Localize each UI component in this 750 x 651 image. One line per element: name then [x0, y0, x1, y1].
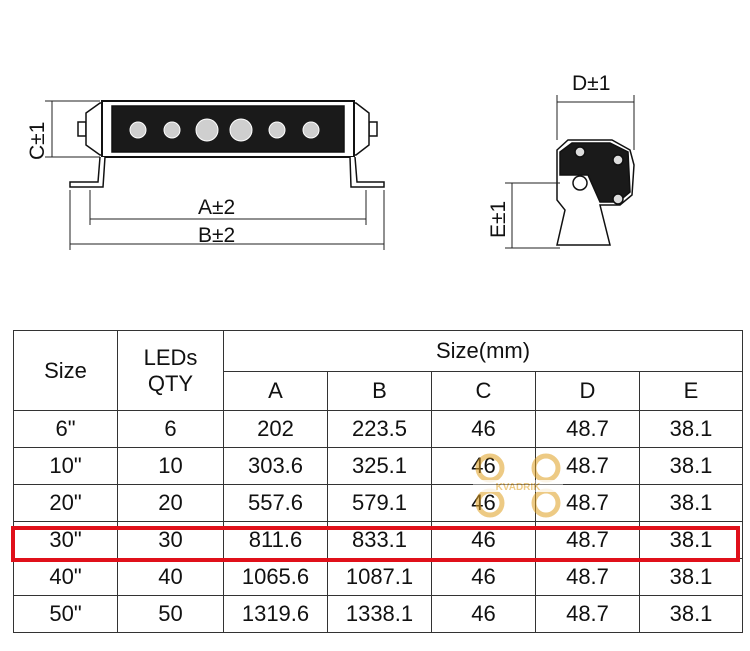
cell-a: 811.6: [223, 521, 328, 559]
cell-size: 10": [13, 447, 118, 485]
cell-size: 20": [13, 484, 118, 522]
cell-a: 1319.6: [223, 595, 328, 633]
cell-size: 30": [13, 521, 118, 559]
header-leds-line1: LEDs: [143, 344, 198, 370]
cell-leds: 6: [117, 410, 224, 448]
cell-leds: 50: [117, 595, 224, 633]
cell-d: 48.7: [535, 595, 640, 633]
cell-b: 1087.1: [327, 558, 432, 596]
cell-e: 38.1: [638, 595, 744, 633]
cell-size: 40": [13, 558, 118, 596]
cell-e: 38.1: [638, 558, 744, 596]
table-row-highlighted: 30" 30 811.6 833.1 46 48.7 38.1: [13, 521, 744, 559]
cell-c: 46: [431, 410, 536, 448]
cell-c: 46: [431, 558, 536, 596]
dim-label-d: D±1: [572, 72, 610, 95]
dim-label-c: C±1: [26, 122, 49, 160]
table-row: 10" 10 303.6 325.1 46 48.7 38.1: [13, 447, 744, 485]
header-c: C: [431, 371, 536, 411]
table-row: 20" 20 557.6 579.1 46 48.7 38.1: [13, 484, 744, 522]
header-size: Size: [13, 330, 118, 411]
cell-d: 48.7: [535, 558, 640, 596]
cell-leds: 20: [117, 484, 224, 522]
dim-label-b: B±2: [198, 224, 235, 247]
cell-leds: 40: [117, 558, 224, 596]
cell-d: 48.7: [535, 521, 640, 559]
dim-label-e: E±1: [487, 201, 510, 238]
header-size-mm: Size(mm): [222, 330, 744, 372]
cell-a: 202: [223, 410, 328, 448]
header-a: A: [223, 371, 328, 411]
cell-size: 6": [13, 410, 118, 448]
cell-size: 50": [13, 595, 118, 633]
header-leds-line2: QTY: [147, 370, 194, 396]
table-header-row: Size LEDs QTY Size(mm): [13, 330, 744, 411]
table-subheader-row: A B C D E: [14, 371, 744, 411]
cell-e: 38.1: [638, 521, 744, 559]
cell-b: 833.1: [327, 521, 432, 559]
dimension-lines-front: [45, 100, 385, 250]
cell-a: 557.6: [223, 484, 328, 522]
cell-e: 38.1: [638, 447, 744, 485]
led-lenses: [129, 118, 320, 142]
light-bar-front-view: [69, 100, 385, 188]
spec-table: Size LEDs QTY Size(mm) A B C D E 6" 6 20…: [13, 330, 744, 633]
cell-a: 303.6: [223, 447, 328, 485]
cell-b: 325.1: [327, 447, 432, 485]
table-row: 6" 6 202 223.5 46 48.7 38.1: [13, 410, 744, 448]
dimension-drawings: C±1 A±2 B±2 D±1 E±1: [26, 72, 635, 250]
cell-leds: 10: [117, 447, 224, 485]
header-e: E: [638, 371, 744, 411]
dim-label-a: A±2: [198, 196, 235, 219]
table-row: 40" 40 1065.6 1087.1 46 48.7 38.1: [13, 558, 744, 596]
cell-d: 48.7: [535, 410, 640, 448]
cell-b: 223.5: [327, 410, 432, 448]
cell-b: 1338.1: [327, 595, 432, 633]
cell-a: 1065.6: [223, 558, 328, 596]
dimension-lines-side: [505, 95, 635, 249]
cell-e: 38.1: [638, 410, 744, 448]
cell-leds: 30: [117, 521, 224, 559]
cell-e: 38.1: [638, 484, 744, 522]
light-bar-side-view: [556, 139, 635, 246]
header-d: D: [535, 371, 640, 411]
cell-c: 46: [431, 521, 536, 559]
header-b: B: [327, 371, 432, 411]
watermark-text: KVADRIK: [496, 482, 542, 493]
table-row: 50" 50 1319.6 1338.1 46 48.7 38.1: [13, 595, 744, 633]
watermark-logo: KVADRIK: [473, 453, 563, 518]
cell-b: 579.1: [327, 484, 432, 522]
cell-c: 46: [431, 595, 536, 633]
header-leds-qty: LEDs QTY: [117, 330, 224, 411]
